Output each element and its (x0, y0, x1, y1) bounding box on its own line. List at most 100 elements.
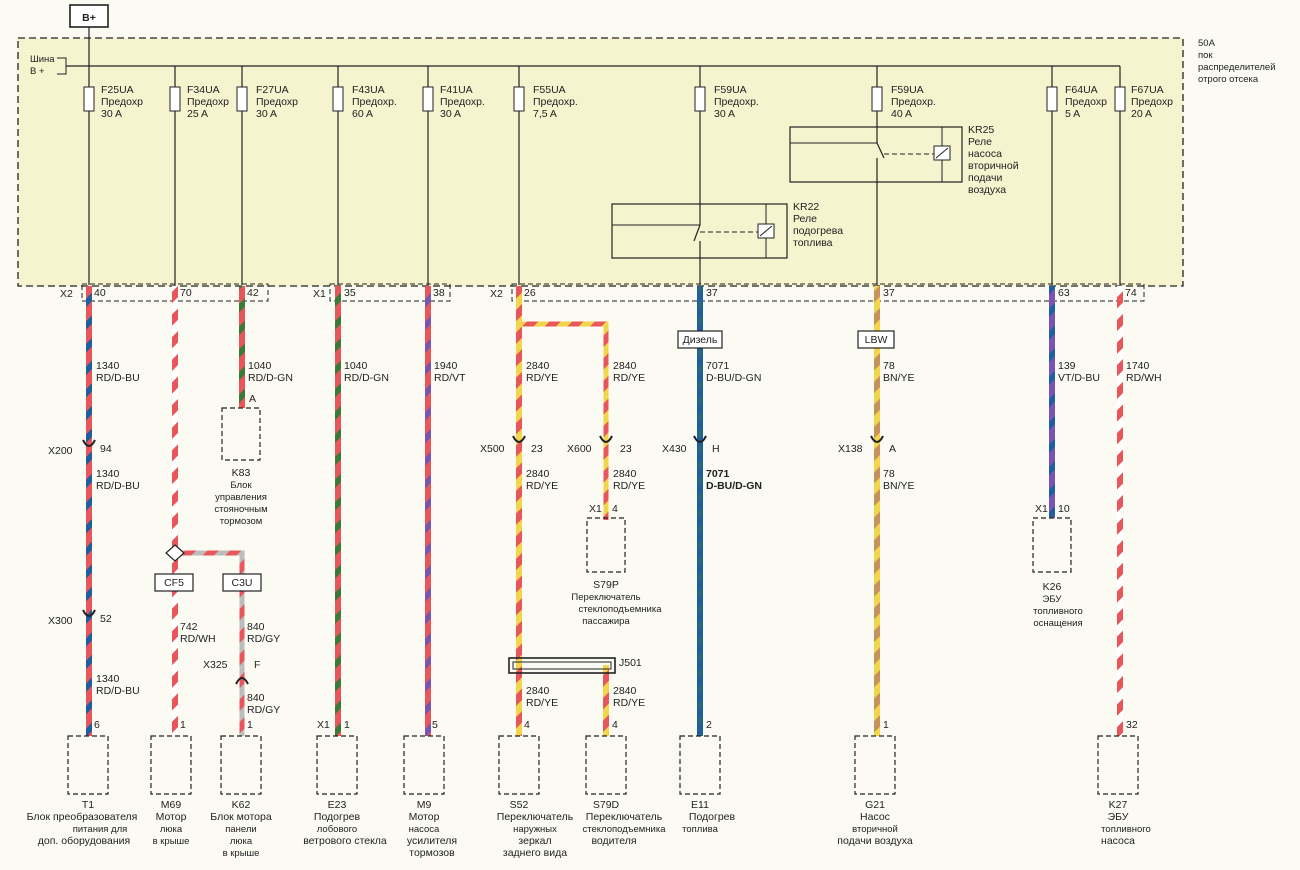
connector-x200 (82, 439, 96, 447)
option-diesel-label: Дизель (683, 334, 718, 346)
fuse-f25ua-type: Предохр (101, 96, 143, 108)
s79p-name: S79P (593, 579, 619, 591)
k83-line-4: стояночным (214, 504, 267, 515)
w8b-color: BN/YE (883, 480, 915, 492)
s79p-line-4: пассажира (582, 616, 630, 627)
k62-line-5: в крыше (223, 848, 260, 859)
j501-label: J501 (619, 657, 642, 669)
fuse-box-line-2: пок (1198, 50, 1213, 61)
s79d-line-2: Переключатель (586, 811, 663, 823)
x300-pin: 52 (100, 613, 112, 625)
fuse-f25ua-rating: 30 A (101, 108, 122, 120)
e23-line-2: Подогрев (314, 811, 361, 823)
connector-x600 (599, 435, 613, 443)
k83-name: K83 (232, 467, 251, 479)
bottom-pin-m69: 1 (180, 719, 186, 731)
connector-x138 (870, 435, 884, 443)
fuse-f27ua (236, 86, 248, 112)
k27-line-4: насоса (1101, 835, 1135, 847)
w1a-num: 1340 (96, 360, 120, 372)
component-g21-box (854, 735, 896, 795)
fuse-f27ua-rating: 30 A (256, 108, 277, 120)
w10-color: RD/WH (1126, 372, 1162, 384)
bottom-pin-e11: 2 (706, 719, 712, 731)
component-e11-box (679, 735, 721, 795)
option-c3u-box (222, 573, 262, 592)
pin-35: 35 (344, 287, 356, 299)
battery-label: B+ (82, 12, 96, 24)
component-t1-box (67, 735, 109, 795)
x430-pin: H (712, 443, 720, 455)
fuse-f34ua-id: F34UA (187, 84, 220, 96)
option-cf5-label: CF5 (164, 577, 184, 589)
connector-x2-right (511, 283, 1145, 302)
kr22-line-4: топлива (793, 237, 833, 249)
m9-line-4: усилителя (407, 835, 457, 847)
s79d-name: S79D (593, 799, 620, 811)
component-k27-box (1097, 735, 1139, 795)
fuse-f34ua (169, 86, 181, 112)
kr25-line-5: подачи (968, 172, 1003, 184)
m9-line-3: насоса (409, 824, 440, 835)
e23-line-3: лобового (317, 824, 357, 835)
k62-line-2: Блок мотора (210, 811, 272, 823)
fuse-f59ua-40-id: F59UA (891, 84, 924, 96)
e11-name: E11 (691, 799, 709, 811)
connector-x1-block (329, 283, 451, 302)
fuse-f67ua-rating: 20 A (1131, 108, 1152, 120)
wire-k83 (239, 286, 245, 408)
e11-line-3: топлива (682, 824, 718, 835)
k83-line-3: управления (215, 492, 267, 503)
w2a-color: RD/WH (180, 633, 216, 645)
s52-line-5: заднего вида (503, 847, 567, 859)
wire-m69 (172, 286, 178, 736)
fuse-f64ua-rating: 5 A (1065, 108, 1080, 120)
w3-num: 1040 (248, 360, 272, 372)
x1-top-label: X1 (313, 288, 326, 300)
pin-70: 70 (180, 287, 192, 299)
t1-line-4: доп. оборудования (38, 835, 130, 847)
bottom-pin-m9: 5 (432, 719, 438, 731)
fuse-f41ua-type: Предохр. (440, 96, 485, 108)
s79d-line-4: водителя (591, 835, 636, 847)
w6f-color: RD/YE (613, 697, 645, 709)
wire-g21 (874, 286, 880, 736)
component-k83-box (221, 407, 261, 461)
relay-kr22: KR22 Реле подогрева топлива (611, 201, 843, 259)
pin-63: 63 (1058, 287, 1070, 299)
e23-conn: X1 (317, 719, 330, 731)
k83-line-2: Блок (230, 480, 252, 491)
fuse-f55ua-type: Предохр. (533, 96, 578, 108)
s52-line-4: зеркал (518, 835, 551, 847)
s79p-line-2: Переключатель (571, 592, 640, 603)
x600-pin: 23 (620, 443, 632, 455)
w6f-num: 2840 (613, 685, 637, 697)
busbar-label-1: Шина (30, 54, 55, 65)
s52-line-2: Переключатель (497, 811, 574, 823)
bottom-pin-e23: 1 (344, 719, 350, 731)
fuse-box (17, 37, 1184, 287)
pin-42: 42 (247, 287, 259, 299)
relay-kr25: KR25 Реле насоса вторичной подачи воздух… (789, 124, 1019, 196)
x600-label: X600 (567, 443, 592, 455)
w1a-color: RD/D-BU (96, 372, 140, 384)
w8a-num: 78 (883, 360, 895, 372)
wire-m9 (425, 286, 431, 736)
g21-line-2: Насос (860, 811, 890, 823)
component-captions: T1 Блок преобразователя питания для доп.… (27, 799, 1151, 859)
component-m69-box (150, 735, 192, 795)
k27-line-3: топливного (1101, 824, 1151, 835)
busbar-label-2: B + (30, 66, 45, 77)
m69-line-2: Мотор (156, 811, 187, 823)
w1c-color: RD/D-BU (96, 685, 140, 697)
option-cf5-box (154, 573, 194, 592)
fuse-f64ua (1046, 86, 1058, 112)
m9-line-2: Мотор (409, 811, 440, 823)
kr25-label: KR25 (968, 124, 994, 136)
k26-line-3: топливного (1033, 606, 1083, 617)
k26-line-2: ЭБУ (1043, 594, 1063, 605)
component-s79p-box (586, 517, 626, 573)
s79d-line-3: стеклоподъемника (583, 824, 667, 835)
kr22-line-3: подогрева (793, 225, 843, 237)
